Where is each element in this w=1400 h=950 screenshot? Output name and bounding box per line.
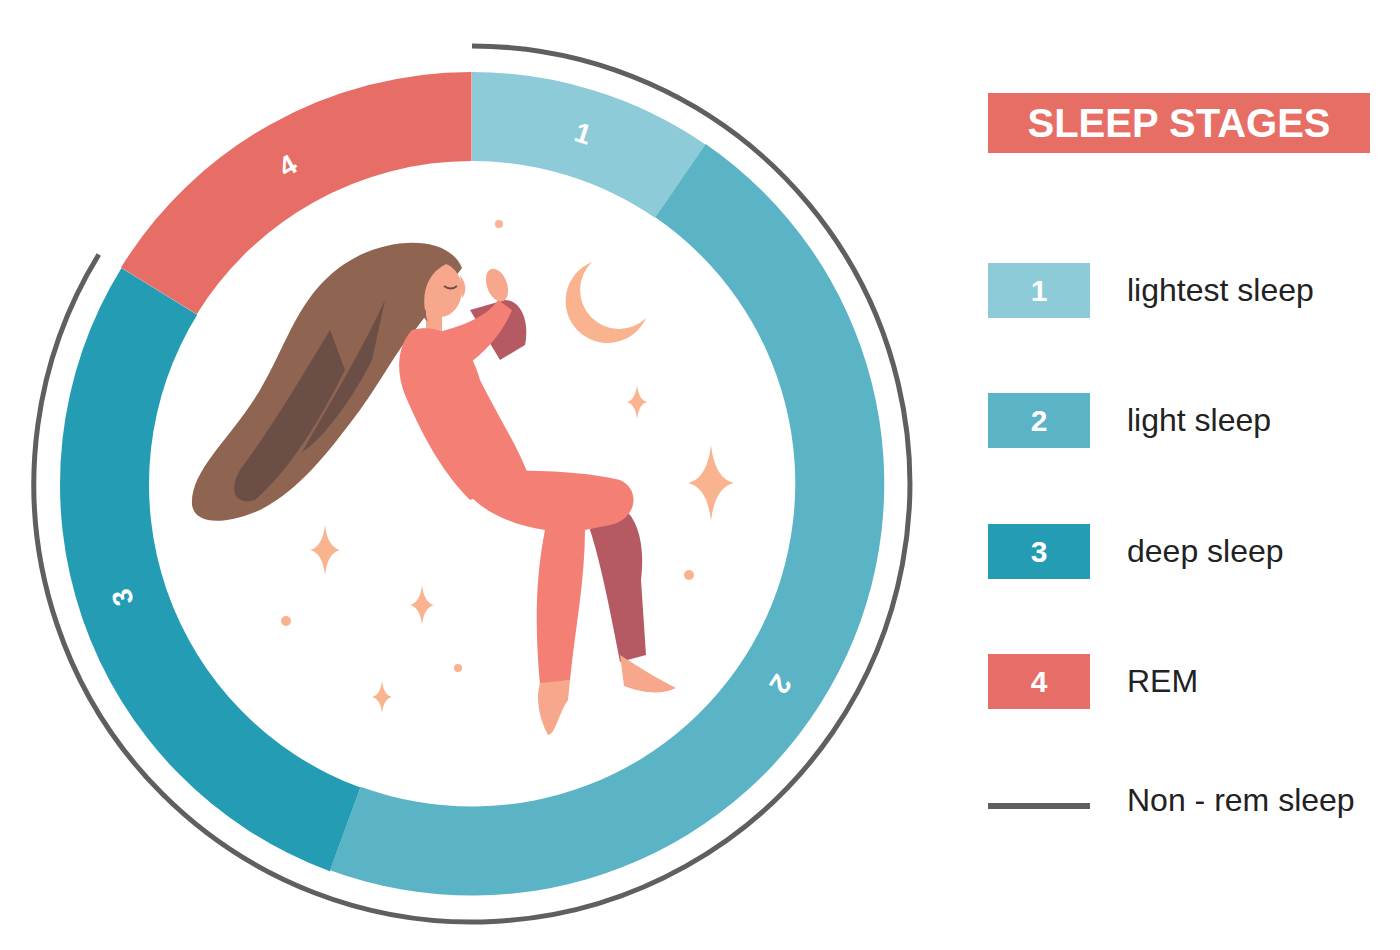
foot (538, 680, 570, 735)
star (627, 385, 647, 419)
star (372, 681, 391, 713)
title: SLEEP STAGES (1027, 103, 1330, 143)
legend-text: deep sleep (1127, 535, 1284, 567)
moon (566, 262, 646, 343)
dot (281, 616, 291, 626)
foot (620, 655, 676, 692)
segment-shape (121, 72, 472, 314)
segment-arc (330, 144, 884, 896)
legend-text: REM (1127, 665, 1198, 697)
legend-swatch: 2 (988, 393, 1090, 448)
segment-shape (60, 268, 360, 871)
legend-line-sample (988, 803, 1090, 809)
hair-shade (302, 300, 385, 452)
legend-text: Non - rem sleep (1127, 784, 1355, 816)
hand (482, 266, 512, 305)
pajama-pants (465, 470, 633, 685)
closed-eye (444, 286, 457, 289)
legend-swatch: 3 (988, 524, 1090, 579)
hair-front (416, 255, 446, 322)
nose (460, 275, 465, 298)
swatch-number: 1 (1031, 276, 1048, 306)
star (310, 525, 340, 575)
dot (454, 664, 462, 672)
dot (495, 220, 503, 228)
swatch-number: 3 (1031, 537, 1048, 567)
dot (684, 570, 694, 580)
title-band: SLEEP STAGES (988, 93, 1370, 153)
legend-text: lightest sleep (1127, 274, 1314, 306)
star (410, 585, 434, 625)
star (688, 445, 734, 521)
sleeping-woman (192, 243, 676, 735)
sleep-stage-segment: 3 (60, 268, 360, 871)
segment-shape (330, 144, 884, 896)
swatch-number: 2 (1031, 406, 1048, 436)
segment-arc (60, 268, 360, 871)
front-arm (425, 300, 512, 385)
segment-arc (121, 72, 472, 314)
legend-swatch: 1 (988, 263, 1090, 318)
legend-text: light sleep (1127, 404, 1271, 436)
sleep-stage-segment: 4 (121, 72, 472, 314)
legend-swatch: 4 (988, 654, 1090, 709)
swatch-number: 4 (1031, 667, 1048, 697)
sleep-stage-segment: 2 (330, 144, 884, 896)
non-rem-bracket (34, 46, 910, 922)
